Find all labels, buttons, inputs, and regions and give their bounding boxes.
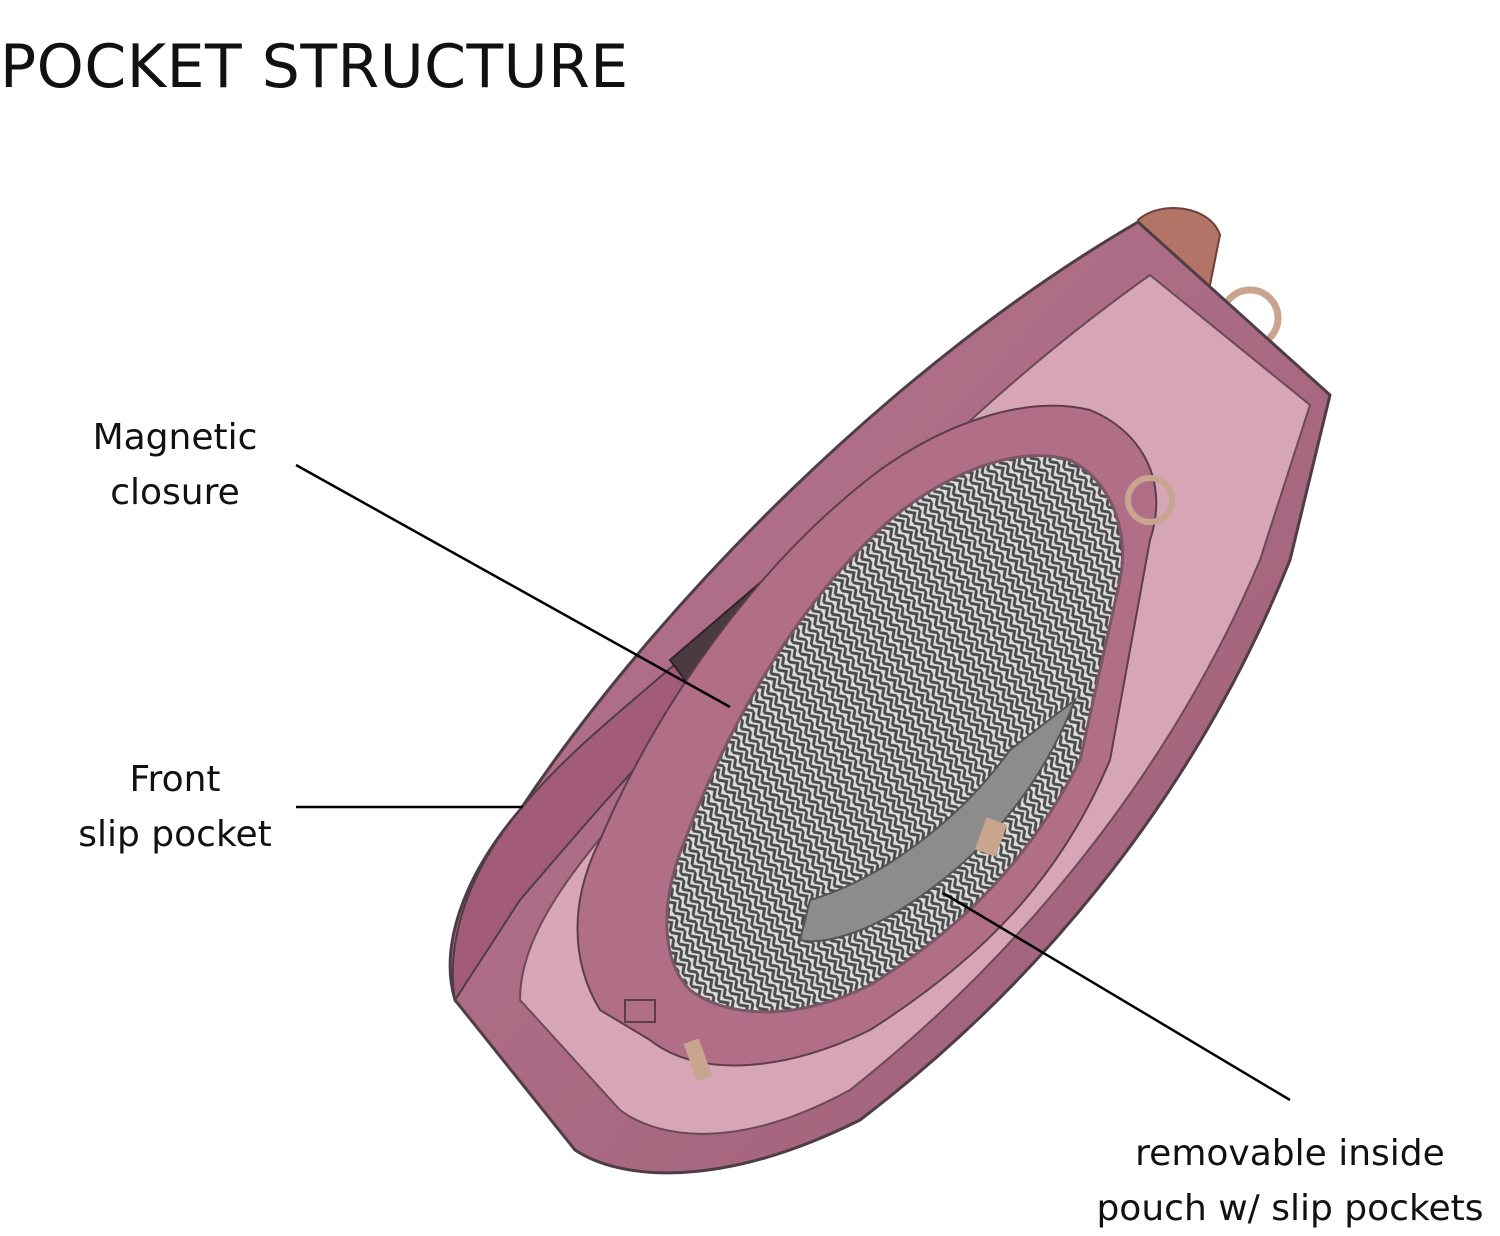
front-slip-pocket [451, 658, 702, 1003]
magnetic-closure-label-line1: Magnetic [92, 417, 258, 458]
pouch-slip-pocket [798, 697, 1078, 943]
pouch-lining [665, 454, 1125, 1014]
inside-pouch-label-line2: pouch w/ slip pockets [1096, 1188, 1484, 1229]
zipper-pull [624, 999, 713, 1082]
magnetic-closure-leader [295, 463, 731, 709]
inside-pouch-leader [942, 891, 1291, 1102]
front-slip-pocket-label-line2: slip pocket [78, 814, 272, 855]
magnetic-closure-label-line2: closure [110, 472, 240, 513]
magnetic-closure-label: Magnetic closure [70, 410, 280, 520]
pouch-ring [1125, 475, 1175, 525]
inside-pouch-label-line1: removable inside [1135, 1133, 1445, 1174]
clasp-hardware [974, 817, 1008, 857]
page-title: POCKET STRUCTURE [0, 32, 629, 103]
front-slip-pocket-label: Front slip pocket [60, 752, 290, 862]
inside-pouch-label: removable inside pouch w/ slip pockets [1075, 1126, 1500, 1236]
front-slip-pocket-label-line1: Front [129, 759, 221, 800]
